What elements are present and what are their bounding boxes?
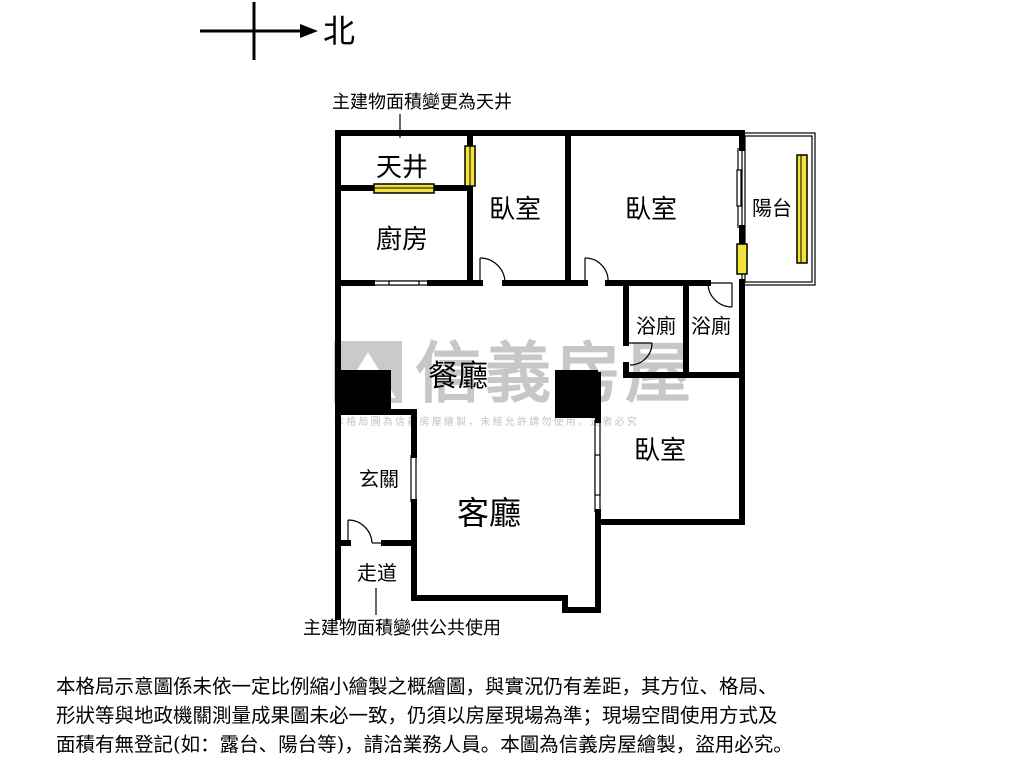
columns: [341, 370, 598, 418]
north-label: 北: [323, 12, 355, 50]
disclaimer-line-1: 本格局示意圖係未依一定比例縮小繪製之概繪圖，與實況仍有差距，其方位、格局、: [56, 675, 778, 698]
swing-doors: [347, 257, 733, 544]
note-corridor: 主建物面積變供公共使用: [303, 618, 501, 639]
watermark-notice: 本格局圖為信義房屋繪製，未經允許請勿使用，違者必究: [334, 415, 639, 428]
sliding-doors: [372, 148, 743, 512]
note-light-well: 主建物面積變更為天井: [332, 92, 512, 113]
room-bedroom-3: 臥室: [634, 436, 686, 466]
room-bedroom-2: 臥室: [625, 195, 677, 225]
disclaimer-line-2: 形狀等與地政機關測量成果圖未必一致，仍須以房屋現場為準；現場空間使用方式及: [56, 704, 778, 727]
leader-lines: [375, 114, 401, 615]
room-balcony: 陽台: [752, 196, 792, 220]
room-kitchen: 廚房: [376, 225, 428, 255]
room-light-well: 天井: [376, 153, 428, 183]
room-foyer: 玄關: [359, 467, 399, 491]
column-left: [341, 370, 391, 413]
windows: [373, 145, 808, 275]
disclaimer-line-3: 面積有無登記(如：露台、陽台等)，請洽業務人員。本圖為信義房屋繪製，盜用必究。: [56, 733, 793, 756]
room-corridor: 走道: [357, 561, 397, 585]
north-arrow: 北: [200, 2, 355, 60]
column-center: [555, 370, 598, 418]
window-bedroom: [736, 243, 748, 275]
room-bathroom-1: 浴廁: [636, 314, 676, 338]
room-bathroom-2: 浴廁: [691, 314, 731, 338]
disclaimer: 本格局示意圖係未依一定比例縮小繪製之概繪圖，與實況仍有差距，其方位、格局、 形狀…: [56, 672, 986, 759]
room-bedroom-1: 臥室: [489, 195, 541, 225]
window-balcony: [796, 154, 808, 264]
room-living: 客廳: [457, 494, 521, 532]
floor-plan: 北 信義房屋 本格局圖為信義房屋繪製，未經允許請勿使用，違者必究: [200, 2, 816, 639]
room-dining: 餐廳: [428, 359, 488, 394]
